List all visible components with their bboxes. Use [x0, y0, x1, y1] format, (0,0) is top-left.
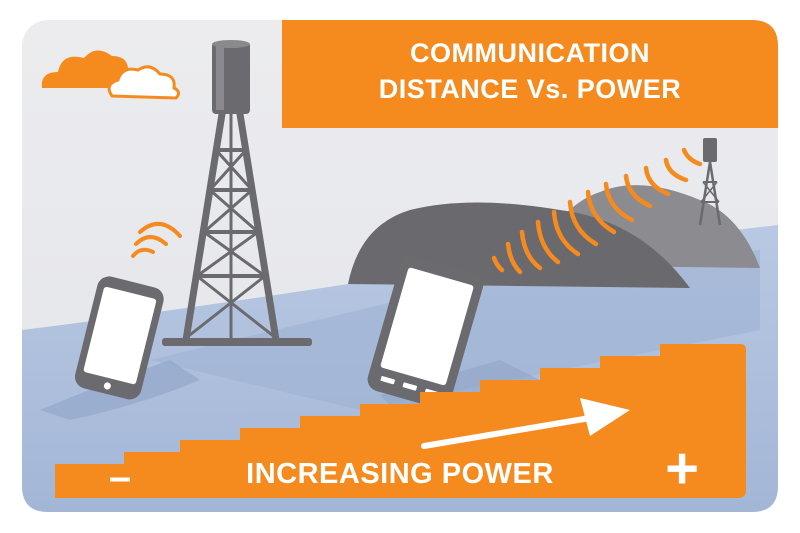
plus-sign: +	[665, 436, 699, 501]
cell-tower-icon	[162, 40, 312, 346]
arrow-up-right-icon	[421, 398, 630, 449]
title-banner	[282, 20, 778, 128]
title-line-1: COMMUNICATION	[410, 38, 650, 68]
title-line-2: DISTANCE Vs. POWER	[379, 74, 682, 104]
far-cell-tower-icon	[698, 138, 722, 226]
power-staircase	[55, 344, 746, 498]
far-signal-waves-icon	[491, 147, 703, 275]
smartphone-icon	[74, 276, 164, 400]
signal-waves-icon	[131, 222, 182, 258]
cloud-icon	[41, 50, 181, 100]
smartphone-far-icon	[367, 255, 484, 409]
minus-sign: –	[109, 455, 131, 499]
increasing-power-label: INCREASING POWER	[246, 458, 554, 490]
